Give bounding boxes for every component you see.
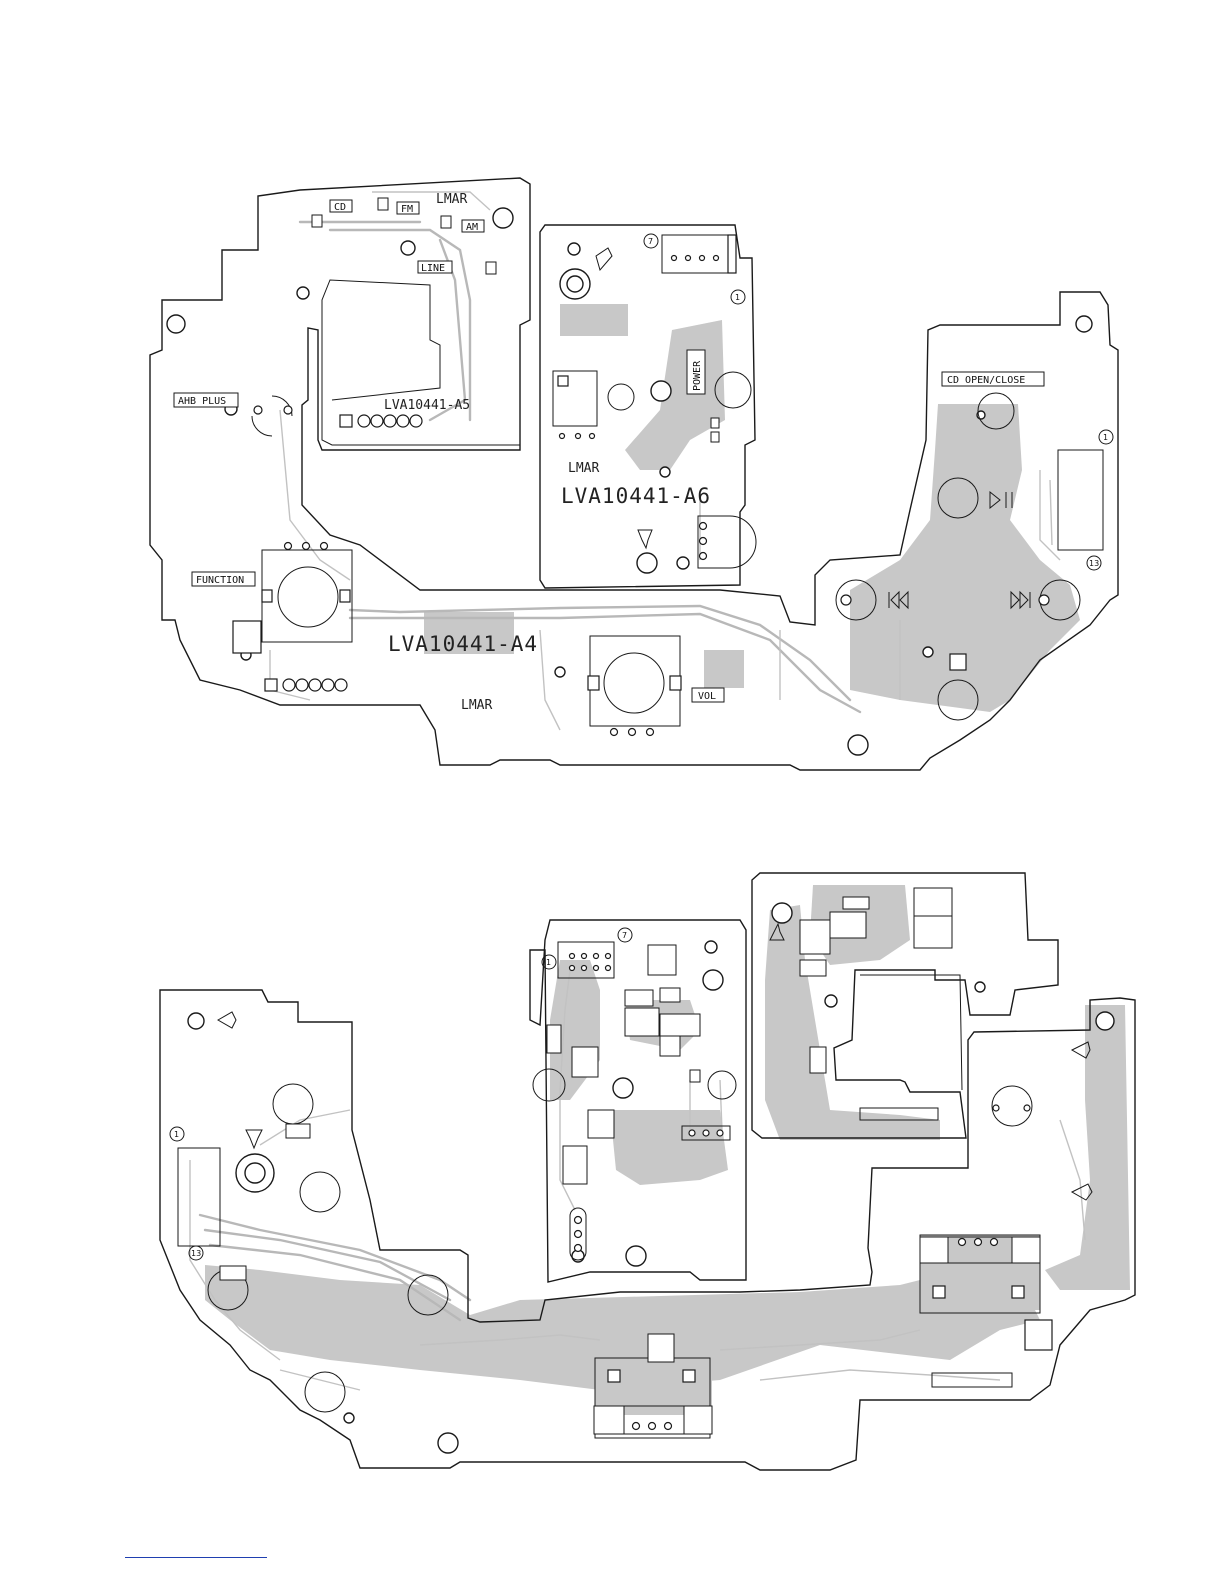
pin-marker-13: 13 [191,1249,201,1258]
label-am: AM [466,222,478,233]
mark-a4: LMAR [461,698,492,713]
pin-marker-1: 1 [546,958,551,967]
label-cd: CD [334,202,346,213]
top-smd-parts [312,198,719,442]
label-fm: FM [401,204,413,215]
board-a4-name: LVA10441-A4 [388,632,538,656]
screw-icon [246,1130,262,1148]
pin-marker-13: 13 [1089,559,1099,568]
pin-marker-7: 7 [622,931,627,940]
pin-marker-1: 1 [735,293,740,302]
label-vol: VOL [698,691,716,702]
bottom-view: 7 1 1 13 [160,873,1135,1470]
screw-icon [218,1012,236,1028]
label-power: POWER [692,360,703,391]
pin-marker-1: 1 [1103,433,1108,442]
label-ahb-plus: AHB PLUS [178,396,226,407]
footer-rule [125,1557,267,1558]
board-a5-name: LVA10441-A5 [384,398,470,413]
screw-icon [638,530,652,548]
board-a6-name: LVA10441-A6 [561,484,711,508]
mark-a5: LMAR [436,192,467,207]
pin-marker-1: 1 [174,1130,179,1139]
label-line: LINE [421,263,445,274]
top-view: CD FM AM LINE AHB PLUS FUNCTION VOL CD O… [150,178,1118,770]
screw-icon [596,248,612,270]
mark-a6: LMAR [568,461,599,476]
pin-marker-7: 7 [648,237,653,246]
label-cd-open-close: CD OPEN/CLOSE [947,375,1025,386]
label-function: FUNCTION [196,575,244,586]
